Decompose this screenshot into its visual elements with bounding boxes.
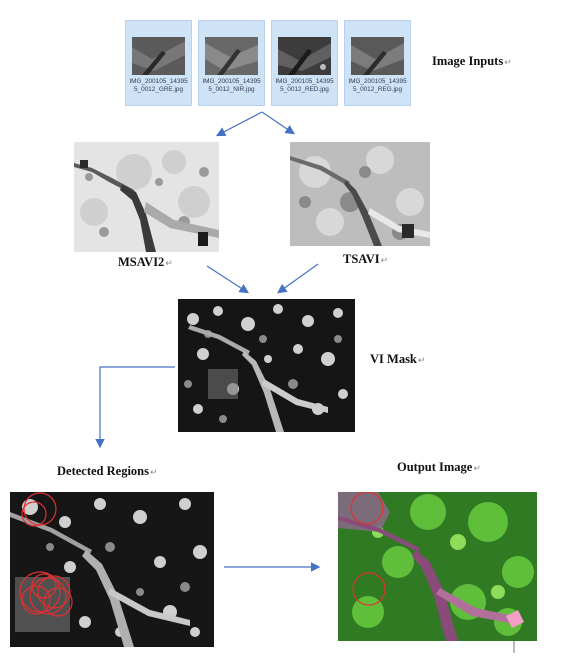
image-inputs-text: Image Inputs xyxy=(432,54,504,68)
file-tile-gre[interactable]: IMG_200105_143955_0012_GRE.jpg xyxy=(125,20,192,106)
file-name: IMG_200105_143955_0012_RED.jpg xyxy=(275,78,334,93)
output-image-label: Output Image↵ xyxy=(397,460,481,475)
vi-mask-text: VI Mask xyxy=(370,352,417,366)
output-detection-circles xyxy=(350,492,386,606)
file-thumbnail xyxy=(278,37,331,75)
detected-regions-label: Detected Regions↵ xyxy=(57,464,158,479)
arrow-mask-to-detected xyxy=(95,366,175,449)
vi-mask-image xyxy=(178,299,355,432)
arrow-msavi2-to-mask xyxy=(206,265,250,294)
paragraph-mark: ↵ xyxy=(150,467,158,477)
paragraph-mark: ↵ xyxy=(417,355,426,365)
image-inputs-label: Image Inputs↵ xyxy=(432,54,512,69)
tsavi-text: TSAVI xyxy=(343,252,380,266)
detection-circles xyxy=(19,492,73,617)
file-name: IMG_200105_143955_0012_NIR.jpg xyxy=(202,78,261,93)
tsavi-label: TSAVI↵ xyxy=(343,252,388,267)
arrow-to-tsavi xyxy=(261,111,295,135)
file-name: IMG_200105_143955_0012_GRE.jpg xyxy=(129,78,188,93)
paragraph-mark: ↵ xyxy=(165,258,173,268)
tsavi-image xyxy=(290,142,430,246)
file-thumbnail xyxy=(132,37,185,75)
file-tile-nir[interactable]: IMG_200105_143955_0012_NIR.jpg xyxy=(198,20,265,106)
arrow-to-msavi2 xyxy=(215,111,263,137)
arrow-tsavi-to-mask xyxy=(277,263,319,294)
msavi2-label: MSAVI2↵ xyxy=(118,255,173,270)
output-image xyxy=(338,492,537,641)
paragraph-mark: ↵ xyxy=(380,255,389,265)
detected-regions-text: Detected Regions xyxy=(57,464,149,478)
output-image-text: Output Image xyxy=(397,460,473,474)
vi-mask-label: VI Mask↵ xyxy=(370,352,425,367)
file-name: IMG_200105_143955_0012_REG.jpg xyxy=(348,78,407,93)
file-tile-red[interactable]: IMG_200105_143955_0012_RED.jpg xyxy=(271,20,338,106)
detected-regions-image xyxy=(10,492,214,647)
paragraph-mark: ↵ xyxy=(473,463,481,473)
msavi2-image xyxy=(74,142,219,252)
file-tile-reg[interactable]: IMG_200105_143955_0012_REG.jpg xyxy=(344,20,411,106)
paragraph-mark: ↵ xyxy=(504,57,512,67)
file-thumbnail xyxy=(205,37,258,75)
msavi2-text: MSAVI2 xyxy=(118,255,165,269)
file-thumbnail xyxy=(351,37,404,75)
